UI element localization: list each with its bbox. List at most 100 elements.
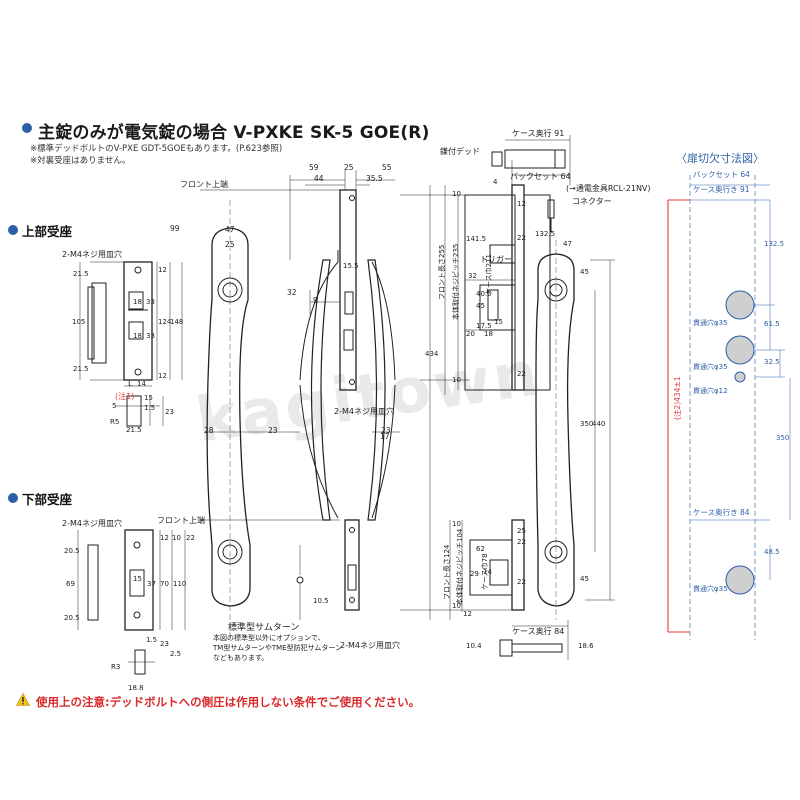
- dim-u5: 5: [112, 402, 117, 410]
- section-lower-strike: 下部受座: [22, 492, 73, 507]
- label-case-depth-bottom: ケース奥行 84: [512, 627, 565, 636]
- upper-bullet-icon: [8, 225, 18, 235]
- door-cutout-drawing: [689, 175, 785, 640]
- dim-m17-5: 17.5: [476, 322, 492, 330]
- label-electric: (→通電金具RCL-21NV): [566, 184, 651, 193]
- dim-47a: 47: [225, 225, 235, 234]
- dim-m29: 29: [470, 570, 479, 578]
- dim-m10b: 10: [452, 376, 461, 384]
- label-case-depth-top: ケース奥行 91: [512, 129, 565, 138]
- label-cut-case91: ケース奥行き 91: [693, 185, 750, 194]
- label-screw-lower: 2-M4ネジ用皿穴: [62, 519, 122, 528]
- label-cut-backset: バックセット 64: [693, 170, 750, 179]
- dim-m22b: 22: [517, 370, 526, 378]
- label-hole-2: 貫通穴φ35: [693, 363, 728, 371]
- dim-m18: 18: [484, 330, 493, 338]
- dim-u12a: 12: [158, 266, 167, 274]
- label-screw-upper: 2-M4ネジ用皿穴: [62, 250, 122, 259]
- section-upper-strike: 上部受座: [22, 224, 73, 239]
- label-body-pitch-235: 本体取付ネジピッチ235: [452, 243, 460, 320]
- dim-l18-8: 18.8: [128, 684, 144, 692]
- label-front-len-124: フロント長さ124: [443, 544, 451, 600]
- title-bullet-icon: [22, 123, 32, 133]
- dim-25a: 25: [344, 163, 354, 172]
- dim-c32-5: 32.5: [764, 358, 780, 366]
- label-note2-434: (注2)434±1: [673, 376, 682, 421]
- dim-17: 17: [380, 432, 390, 441]
- dim-l70: 70: [160, 580, 169, 588]
- dim-l20-5b: 20.5: [64, 614, 80, 622]
- dim-l20-5a: 20.5: [64, 547, 80, 555]
- dim-u33a: 33: [146, 298, 155, 306]
- dim-u124: 124: [158, 318, 172, 326]
- section-cutout: 〈扉切欠寸法図〉: [676, 152, 764, 165]
- label-backset: バックセット 64: [510, 172, 571, 181]
- dim-m40-5: 40.5: [476, 290, 492, 298]
- dim-23b: 23: [381, 426, 391, 435]
- dim-m22a: 22: [517, 234, 526, 242]
- dim-c132-5: 132.5: [764, 240, 785, 248]
- label-body-pitch-104: 本体取付ネジピッチ104: [456, 528, 464, 605]
- dim-u18b: 18: [133, 332, 142, 340]
- dim-m350: 350: [580, 420, 594, 428]
- note-line-1: ※標準デッドボルトのV-PXE GDT-5GOEもあります。(P.623参照): [30, 144, 283, 154]
- lower-strike-drawing: [77, 529, 186, 675]
- label-thumbturn-note3: などもあります。: [213, 654, 269, 662]
- dim-m10a: 10: [452, 190, 461, 198]
- dim-m10d: 10: [452, 602, 461, 610]
- label-hole-1: 貫通穴φ35: [693, 319, 728, 327]
- dim-m45: 45: [476, 302, 485, 310]
- label-front-len-255: フロント長さ255: [438, 244, 446, 300]
- dim-m25: 25: [517, 527, 526, 535]
- dim-m22d: 22: [517, 578, 526, 586]
- dim-m10-4: 10.4: [466, 642, 482, 650]
- label-cut-case84: ケース奥行き 84: [693, 508, 750, 517]
- dim-l22: 22: [186, 534, 195, 542]
- dim-m12b: 12: [463, 610, 472, 618]
- dim-u12b: 12: [158, 372, 167, 380]
- dim-u1-5: 1.5: [144, 404, 156, 412]
- label-screw-bottom: 2-M4ネジ用皿穴: [340, 641, 400, 650]
- dim-m22c: 22: [517, 538, 526, 546]
- dim-u21-5c: 21.5: [126, 426, 142, 434]
- label-note-1: (注1): [115, 392, 135, 401]
- label-connector: コネクター: [572, 197, 612, 206]
- cutout-434-redline: [667, 199, 690, 633]
- dim-25b: 25: [225, 240, 235, 249]
- label-trigger: トリガー: [480, 255, 512, 264]
- dim-m45b: 45: [580, 268, 589, 276]
- dim-u21-5a: 21.5: [73, 270, 89, 278]
- dim-u33b: 33: [146, 332, 155, 340]
- dim-m45c: 45: [580, 575, 589, 583]
- lower-bullet-icon: [8, 493, 18, 503]
- dim-u23: 23: [165, 408, 174, 416]
- label-thumbturn-note1: 本図の標準型以外にオプションで、: [213, 634, 325, 642]
- dim-c48-5: 48.5: [764, 548, 780, 556]
- dim-l110: 110: [173, 580, 187, 588]
- dim-99: 99: [170, 224, 180, 233]
- label-hole-3: 貫通穴φ12: [693, 387, 728, 395]
- lock-front-drawing: [200, 170, 400, 620]
- dim-15-5: 15.5: [343, 262, 359, 270]
- dim-9a: 9: [313, 296, 318, 305]
- dim-55: 55: [382, 163, 392, 172]
- dim-l2-5: 2.5: [170, 650, 182, 658]
- dim-m15: 15: [494, 318, 503, 326]
- dim-u18a: 18: [133, 298, 142, 306]
- label-L: L: [128, 379, 133, 388]
- dim-u21-5b: 21.5: [73, 365, 89, 373]
- handle-front-drawing: [535, 240, 615, 620]
- dim-uR5: R5: [110, 418, 120, 426]
- dim-35-5: 35.5: [366, 174, 383, 183]
- dim-m32: 32: [468, 272, 477, 280]
- label-hole-4: 貫通穴φ35: [693, 585, 728, 593]
- dim-u148: 148: [170, 318, 184, 326]
- dim-m434: 434: [425, 350, 439, 358]
- dim-u15: 15: [144, 394, 153, 402]
- label-deadbolt: 鎌付デッド: [440, 147, 480, 156]
- label-screw-mid: 2-M4ネジ用皿穴: [334, 407, 394, 416]
- dim-l69: 69: [66, 580, 75, 588]
- dim-44: 44: [314, 174, 324, 183]
- label-thumbturn: 標準型サムターン: [228, 623, 300, 633]
